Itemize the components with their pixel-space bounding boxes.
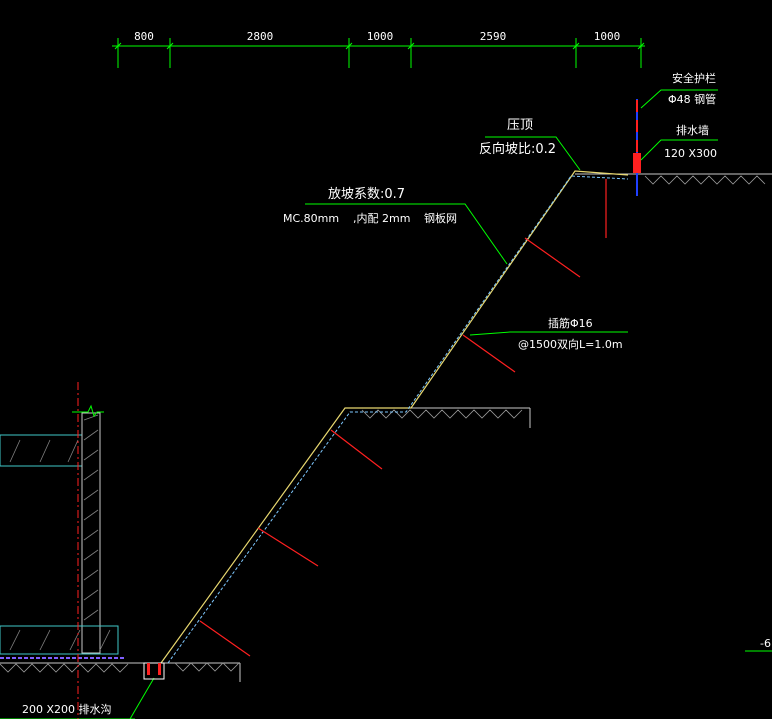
ground-lines (0, 173, 772, 682)
crest-slope: 反向坡比:0.2 (479, 141, 556, 157)
dimension-chain (112, 38, 645, 68)
safety-railing (633, 99, 641, 196)
slope-face (160, 170, 629, 664)
slope-coefficient: 放坡系数:0.7 (328, 187, 405, 202)
dimension-label-4: 2590 (480, 30, 507, 43)
railing-title: 安全护栏 (672, 71, 716, 85)
nail-length: L=1.0m (579, 338, 623, 351)
dimension-label-3: 1000 (367, 30, 394, 43)
drain-ditch (143, 662, 165, 680)
nail-spacing: @1500 (518, 338, 557, 351)
nail-title: 插筋Φ16 (548, 316, 593, 330)
left-structure (0, 382, 124, 719)
crest-title: 压顶 (507, 118, 533, 133)
drain-wall-spec: 120 X300 (664, 147, 717, 160)
dimension-label-2: 2800 (247, 30, 274, 43)
edge-mark: -6 (760, 637, 771, 650)
dimension-label-5: 1000 (594, 30, 621, 43)
mesh-type: 钢板网 (424, 211, 457, 225)
soil-nails (199, 179, 607, 657)
ground-hatch (0, 175, 766, 673)
ditch-label: 200 X200 排水沟 (22, 702, 112, 716)
railing-spec: Φ48 钢管 (668, 92, 716, 106)
dimension-label-1: 800 (134, 30, 154, 43)
leader-lines (0, 89, 772, 719)
mesh-inner: ,内配 2mm (353, 211, 410, 225)
drain-wall-title: 排水墙 (676, 123, 709, 137)
shotcrete-spec: MC.80mm (283, 212, 339, 225)
nail-direction: 双向 (557, 337, 579, 351)
